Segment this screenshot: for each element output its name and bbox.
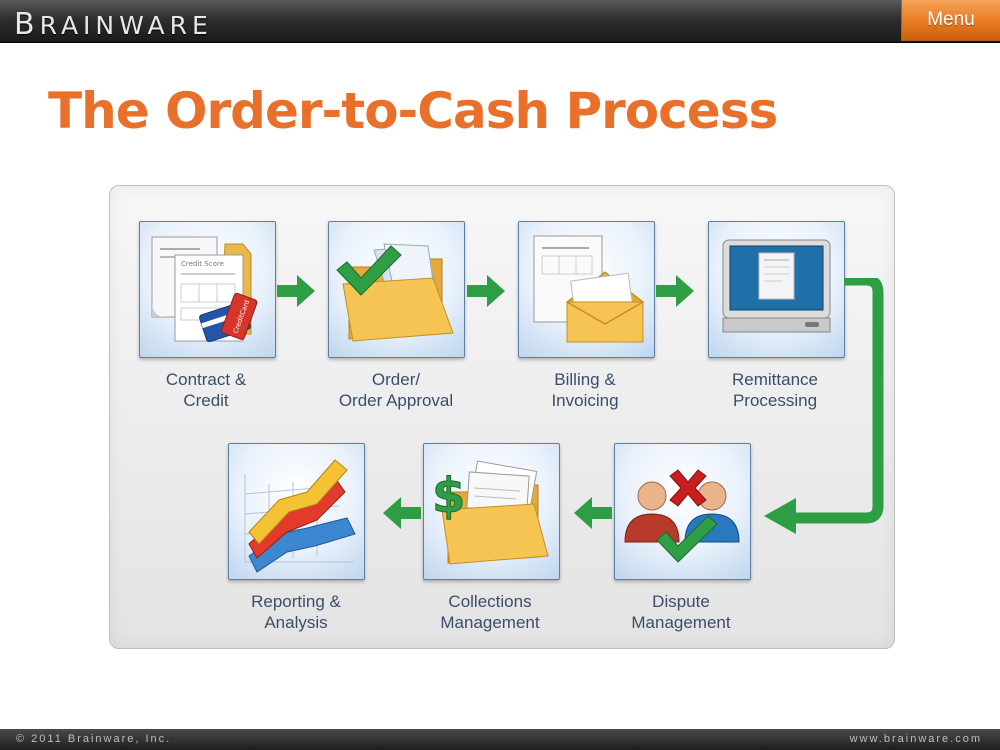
step-label-line: Remittance	[732, 370, 818, 389]
step-remittance-processing-tile[interactable]	[708, 221, 845, 358]
step-label-line: Management	[631, 613, 731, 632]
step-remittance-processing-label: Remittance Processing	[690, 369, 860, 411]
dollar-sign-icon: $	[432, 468, 465, 524]
credit-score-text: Credit Score	[181, 260, 224, 268]
copyright-text: © 2011 Brainware, Inc.	[16, 733, 172, 745]
top-bar: BRAINWARE Menu	[0, 0, 1000, 43]
step-label-line: Order/	[371, 370, 421, 389]
step-order-approval-tile[interactable]	[328, 221, 465, 358]
invoice-envelope-icon	[533, 235, 645, 343]
flow-arrow-right-icon	[656, 275, 694, 307]
3d-chart-icon	[244, 459, 356, 573]
website-link[interactable]: www.brainware.com	[849, 733, 982, 745]
step-dispute-management-tile[interactable]	[614, 443, 751, 580]
flow-arrow-right-icon	[467, 275, 505, 307]
step-label-line: Contract &	[165, 370, 247, 389]
credit-documents-icon: Credit Score CreditCard	[151, 236, 258, 343]
dispute-people-icon	[624, 469, 740, 563]
step-dispute-management-label: Dispute Management	[596, 591, 766, 633]
step-label-line: Order Approval	[338, 391, 454, 410]
menu-button[interactable]: Menu	[901, 0, 1000, 41]
step-label-line: Collections	[448, 592, 532, 611]
step-label-line: Analysis	[264, 613, 328, 632]
step-contract-credit-label: Contract & Credit	[121, 369, 291, 411]
step-order-approval-label: Order/ Order Approval	[311, 369, 481, 411]
flow-arrow-left-icon	[574, 497, 612, 529]
step-billing-invoicing-label: Billing & Invoicing	[500, 369, 670, 411]
flow-arrow-left-icon	[383, 497, 421, 529]
brand-name: RAINWARE	[39, 11, 213, 40]
flow-arrow-right-icon	[277, 275, 315, 307]
monitor-document-icon	[722, 239, 831, 333]
step-collections-management-label: Collections Management	[405, 591, 575, 633]
step-label-line: Credit	[183, 391, 229, 410]
step-label-line: Invoicing	[551, 391, 619, 410]
brand-initial: B	[14, 7, 40, 42]
step-label-line: Reporting &	[251, 592, 341, 611]
approved-folder-icon	[336, 243, 454, 342]
step-collections-management-tile[interactable]: $	[423, 443, 560, 580]
step-reporting-analysis-label: Reporting & Analysis	[211, 591, 381, 633]
step-label-line: Management	[440, 613, 540, 632]
step-reporting-analysis-tile[interactable]	[228, 443, 365, 580]
step-label-line: Dispute	[652, 592, 710, 611]
step-label-line: Processing	[732, 391, 818, 410]
step-contract-credit-tile[interactable]: Credit Score CreditCard	[139, 221, 276, 358]
brand-logo: BRAINWARE	[14, 7, 213, 42]
step-billing-invoicing-tile[interactable]	[518, 221, 655, 358]
money-folder-icon: $	[432, 460, 549, 565]
step-label-line: Billing &	[554, 370, 616, 389]
page-title: The Order-to-Cash Process	[48, 82, 778, 140]
flow-arrow-elbow-icon	[764, 278, 884, 534]
footer-bar: © 2011 Brainware, Inc. www.brainware.com	[0, 729, 1000, 750]
